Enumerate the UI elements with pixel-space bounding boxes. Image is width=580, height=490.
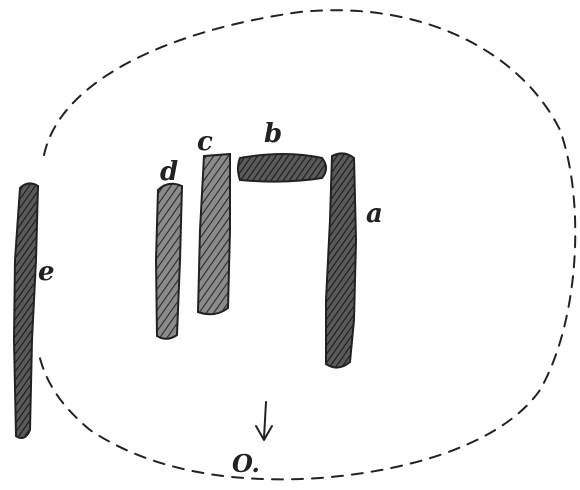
down-arrow-icon (256, 402, 272, 440)
label-c: c (197, 127, 213, 157)
label-observer-o: O. (232, 449, 260, 478)
stone-b (238, 154, 326, 182)
dashed-boundary-outline (38, 10, 575, 479)
label-e: e (38, 257, 55, 287)
label-b: b (264, 119, 282, 149)
label-d: d (160, 157, 178, 187)
stone-c (198, 154, 230, 314)
stone-a (326, 153, 356, 367)
stone-d (156, 184, 182, 339)
stone-e (14, 183, 38, 438)
label-a: a (366, 199, 383, 229)
